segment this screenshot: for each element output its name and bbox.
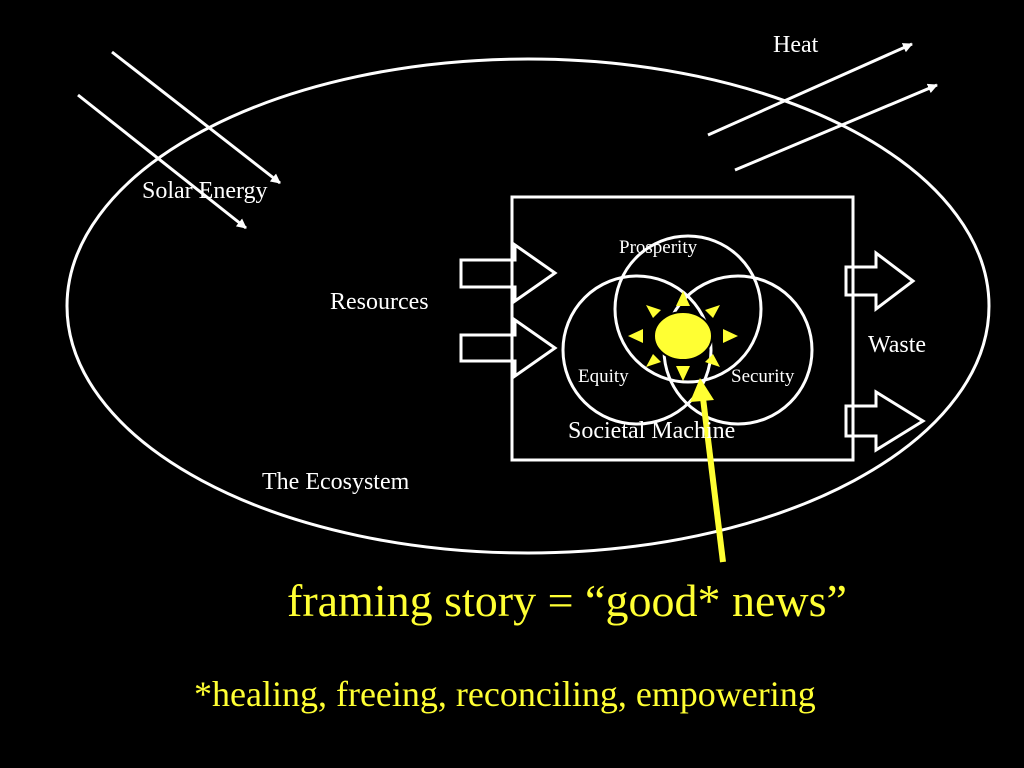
heat-arrow-1	[707, 42, 913, 137]
solar-arrow-2	[77, 93, 247, 230]
resource-arrow-2	[459, 317, 558, 379]
societal-machine-label: Societal Machine	[568, 418, 736, 444]
headline: framing story = “good* news”	[287, 575, 847, 626]
venn-circle-prosperity	[613, 234, 763, 384]
prosperity-label: Prosperity	[619, 237, 698, 258]
sun-icon	[628, 291, 738, 381]
security-label: Security	[731, 366, 795, 387]
resource-arrow-1	[459, 242, 558, 304]
heat-label: Heat	[773, 32, 819, 58]
waste-arrow-2	[844, 389, 926, 453]
venn-circle-equity	[561, 274, 713, 426]
equity-label: Equity	[578, 366, 629, 387]
societal-machine-box	[510, 195, 855, 462]
solar-arrow-1	[111, 50, 281, 185]
heat-arrow-2	[734, 83, 938, 172]
yellow-pointer-head	[690, 378, 714, 402]
footnote: *healing, freeing, reconciling, empoweri…	[194, 674, 816, 714]
waste-arrow-1	[844, 249, 916, 313]
ecosystem-ellipse	[65, 57, 991, 555]
yellow-pointer-shaft	[700, 397, 726, 563]
ecosystem-label: The Ecosystem	[262, 469, 410, 495]
solar-energy-label: Solar Energy	[142, 178, 268, 204]
resources-label: Resources	[330, 289, 429, 315]
waste-label: Waste	[868, 332, 927, 358]
